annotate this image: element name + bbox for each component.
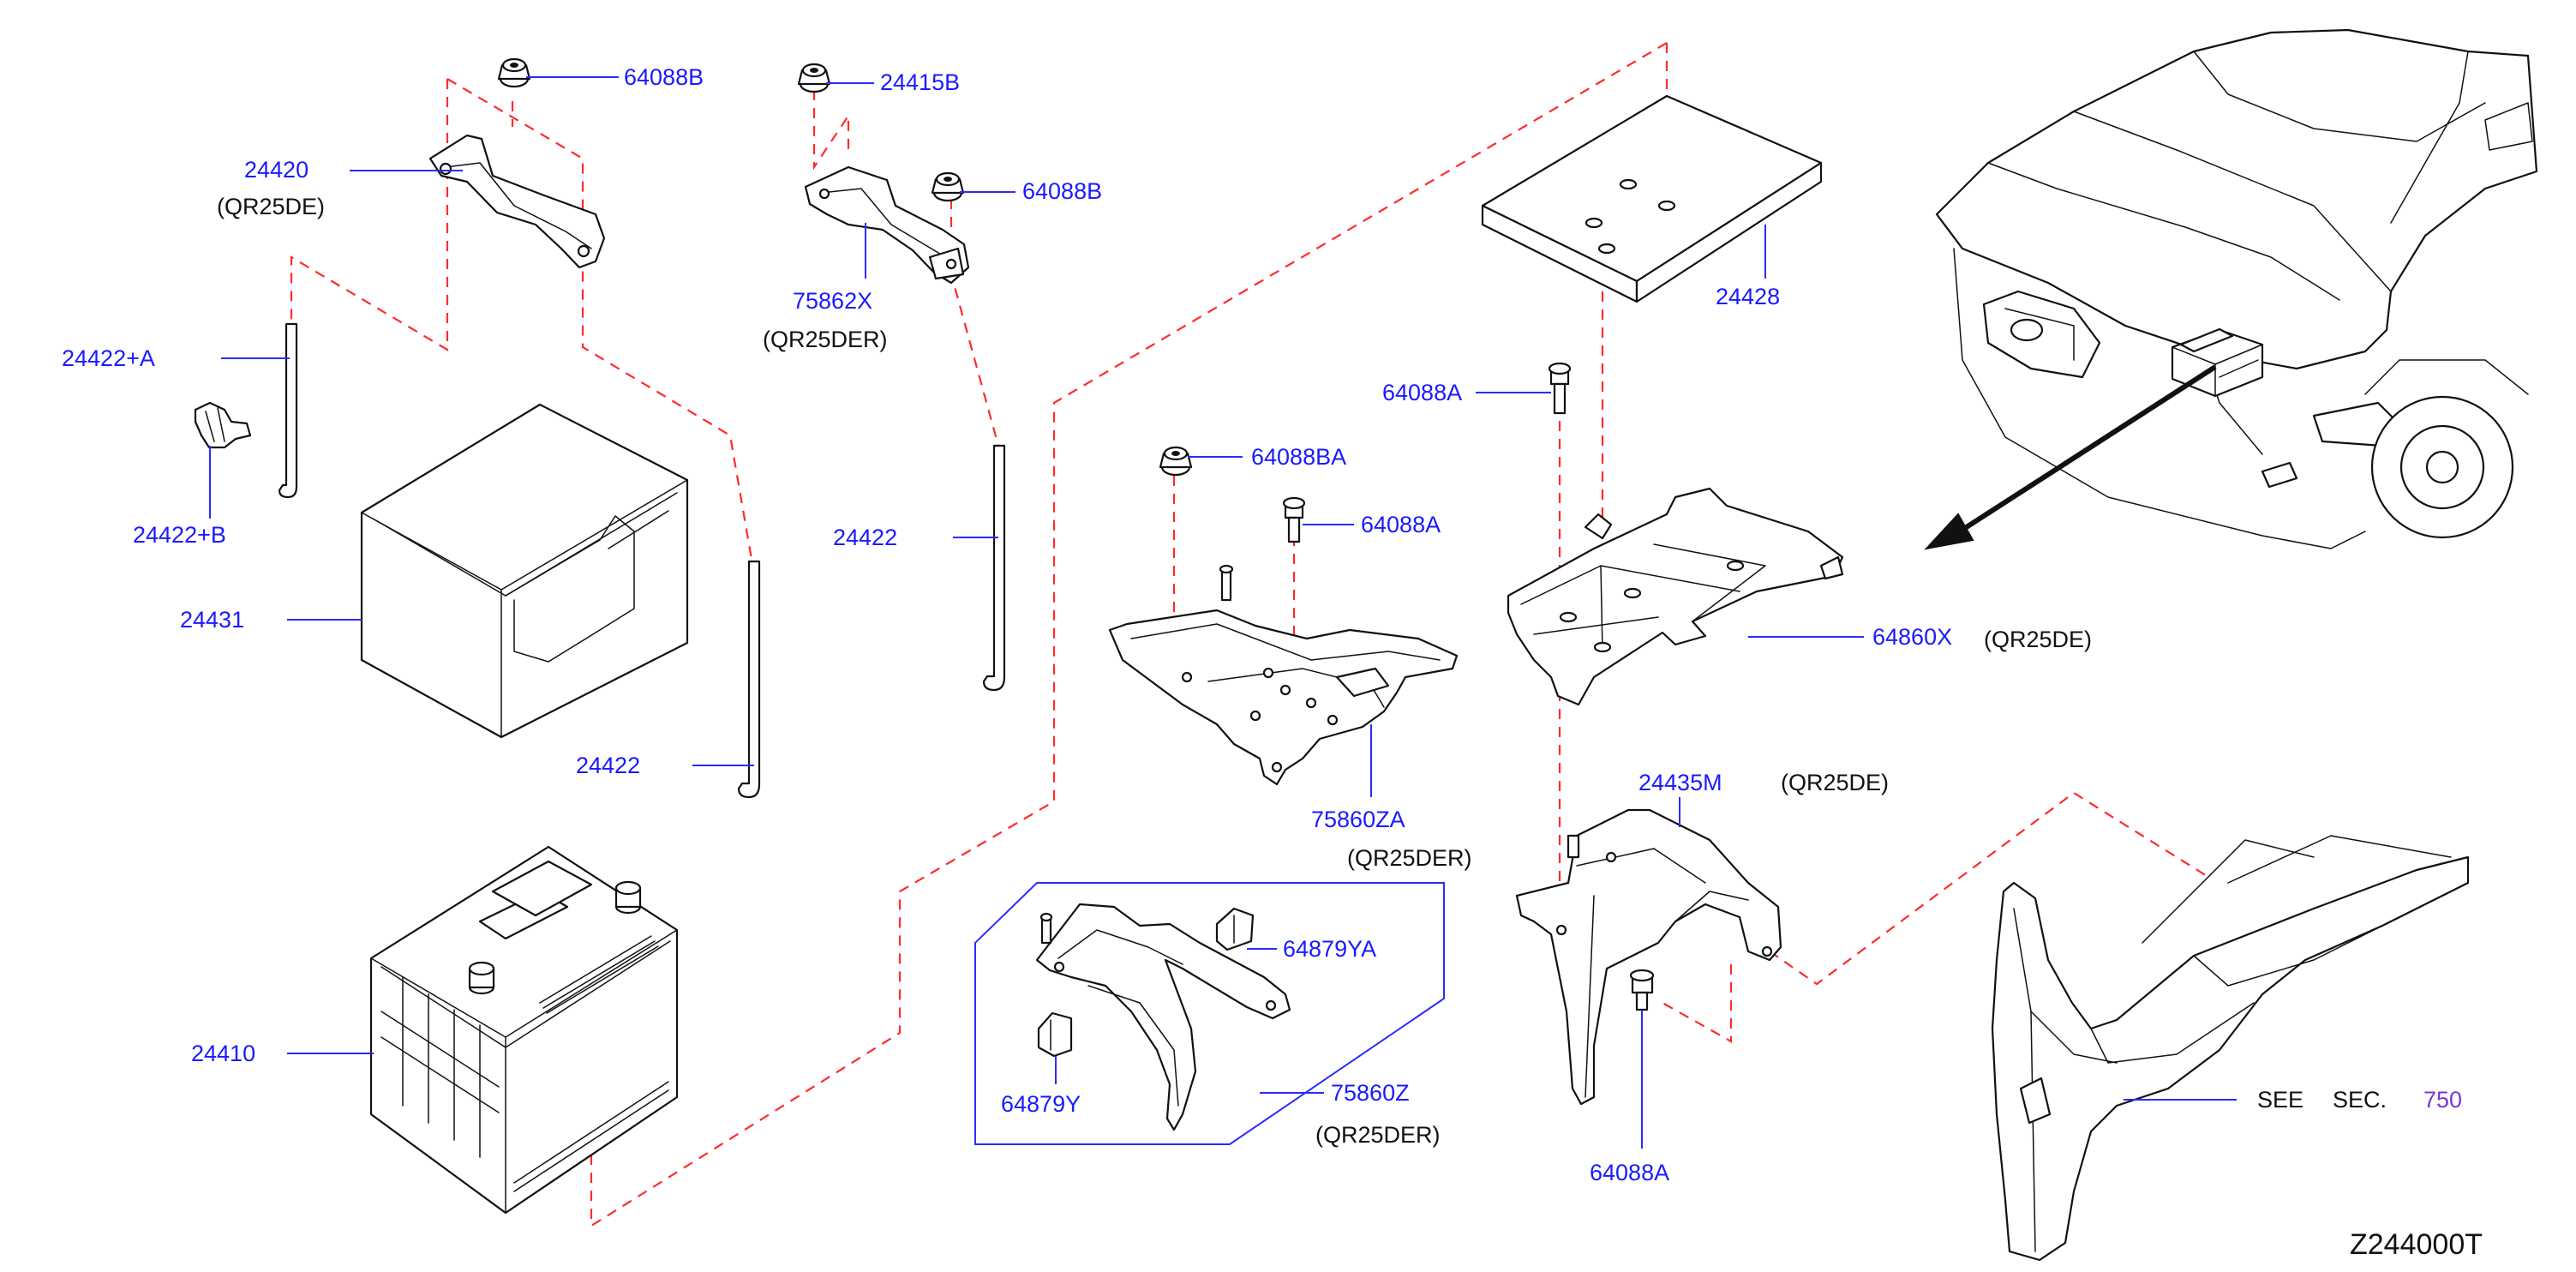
support-64860x-shape bbox=[1507, 487, 1844, 706]
diagram-code: Z244000T bbox=[2350, 1228, 2483, 1261]
note-24420: (QR25DE) bbox=[217, 194, 325, 219]
battery-24410-shape bbox=[369, 845, 679, 1215]
see-text: SEE bbox=[2257, 1087, 2303, 1113]
label-24422a[interactable]: 24422+A bbox=[62, 345, 155, 371]
bracket-64879y-shape bbox=[1037, 1011, 1073, 1058]
note-75862x: (QR25DER) bbox=[763, 327, 888, 352]
rod-24422a-shape bbox=[278, 322, 298, 499]
note-64860x: (QR25DE) bbox=[1984, 627, 2092, 652]
nut-64088b-left-shape bbox=[497, 57, 531, 88]
rod-24422-left-shape bbox=[982, 444, 1006, 692]
label-75860z[interactable]: 75860Z bbox=[1331, 1080, 1410, 1106]
nut-64088b-right-shape bbox=[931, 171, 965, 202]
label-24420[interactable]: 24420 bbox=[244, 157, 309, 183]
label-64879ya[interactable]: 64879YA bbox=[1283, 936, 1376, 962]
note-24435m: (QR25DE) bbox=[1781, 770, 1889, 795]
rod-24422-center-shape bbox=[737, 560, 761, 799]
label-64088a-upper[interactable]: 64088A bbox=[1382, 380, 1462, 405]
bracket-64879ya-shape bbox=[1215, 907, 1255, 951]
callout-box-75860z bbox=[974, 882, 1445, 1145]
label-24422-center[interactable]: 24422 bbox=[576, 753, 640, 778]
label-64088b-left[interactable]: 64088B bbox=[624, 64, 704, 90]
bolt-64088a-lower-shape bbox=[1629, 969, 1655, 1011]
label-24435m[interactable]: 24435M bbox=[1638, 770, 1722, 795]
battery-cover-24431-shape bbox=[360, 403, 689, 739]
part-labels: 64088B 24420 (QR25DE) 24415B 64088B 7586… bbox=[62, 64, 2092, 1185]
bracket-75860za-shape bbox=[1108, 564, 1459, 786]
section-750-link[interactable]: 750 bbox=[2423, 1087, 2462, 1113]
nut-64088ba-shape bbox=[1159, 446, 1193, 477]
direction-arrow-icon bbox=[1924, 364, 2217, 550]
vehicle-front-shape bbox=[1935, 28, 2538, 549]
label-24428[interactable]: 24428 bbox=[1716, 284, 1780, 309]
label-24422-left[interactable]: 24422 bbox=[833, 525, 897, 550]
bolt-64088a-upper-shape bbox=[1548, 362, 1572, 415]
note-75860z: (QR25DER) bbox=[1315, 1122, 1441, 1148]
clamp-75862x-shape bbox=[804, 165, 970, 285]
label-24415b[interactable]: 24415B bbox=[880, 69, 960, 95]
clamp-24420-shape bbox=[428, 134, 606, 269]
nut-24415b-shape bbox=[797, 63, 831, 93]
leader-lines bbox=[209, 76, 2237, 1149]
label-64860x[interactable]: 64860X bbox=[1872, 624, 1952, 650]
label-24431[interactable]: 24431 bbox=[180, 607, 244, 633]
bracket-75860z-shape bbox=[1035, 903, 1291, 1131]
label-64088a-mid[interactable]: 64088A bbox=[1361, 512, 1441, 537]
label-75862x[interactable]: 75862X bbox=[793, 288, 872, 314]
clip-24422b-shape bbox=[194, 401, 252, 449]
see-section-reference: SEE SEC. 750 bbox=[2257, 1087, 2462, 1113]
label-75860za[interactable]: 75860ZA bbox=[1311, 807, 1405, 832]
body-structure-shape bbox=[1991, 835, 2470, 1262]
bracket-24435m-shape bbox=[1515, 808, 1782, 1106]
label-64879y[interactable]: 64879Y bbox=[1001, 1091, 1081, 1117]
bolt-64088a-mid-shape bbox=[1282, 496, 1306, 543]
label-64088a-lower[interactable]: 64088A bbox=[1590, 1160, 1669, 1185]
label-24410[interactable]: 24410 bbox=[191, 1041, 255, 1066]
note-75860za: (QR25DER) bbox=[1347, 845, 1472, 871]
tray-24428-shape bbox=[1481, 94, 1823, 303]
label-24422b[interactable]: 24422+B bbox=[133, 522, 226, 548]
sec-text: SEC. bbox=[2333, 1087, 2387, 1113]
label-64088ba[interactable]: 64088BA bbox=[1251, 444, 1346, 470]
label-64088b-right[interactable]: 64088B bbox=[1022, 178, 1102, 204]
part-line-art bbox=[194, 28, 2538, 1262]
